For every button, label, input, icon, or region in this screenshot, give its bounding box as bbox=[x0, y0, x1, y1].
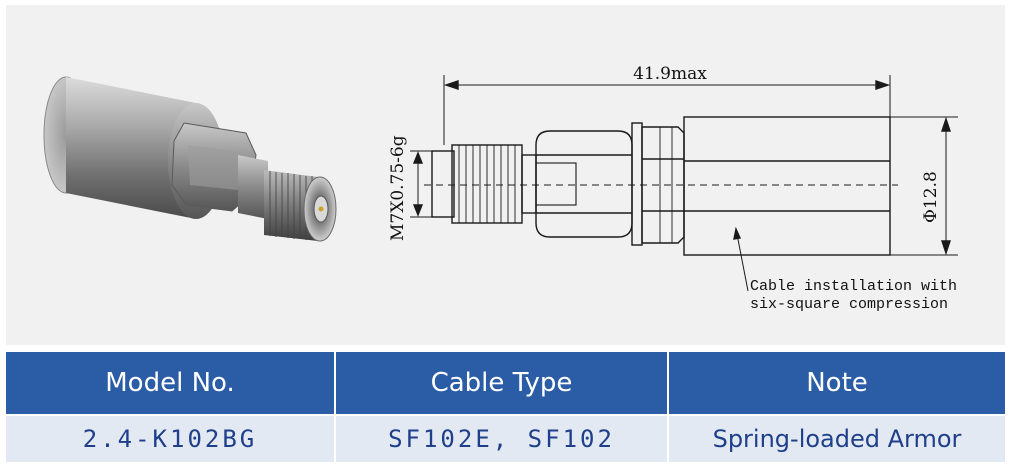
header-note: Note bbox=[669, 352, 1005, 414]
connector-figure: 41.9max M7X0.75-6g Φ12.8 Cable installat… bbox=[43, 64, 958, 313]
technical-drawing bbox=[410, 75, 958, 292]
cell-note: Spring-loaded Armor bbox=[669, 414, 1005, 462]
middle-body bbox=[535, 130, 633, 238]
thread-spec-label: M7X0.75-6g bbox=[388, 135, 408, 241]
connector-3d-render bbox=[43, 76, 337, 242]
cell-cable-type: SF102E, SF102 bbox=[336, 414, 669, 462]
diameter-label: Φ12.8 bbox=[921, 171, 941, 223]
cell-model: 2.4-K102BG bbox=[6, 414, 336, 462]
main-cylinder bbox=[683, 116, 891, 256]
header-model: Model No. bbox=[6, 352, 336, 414]
table-header-row: Model No. Cable Type Note bbox=[6, 352, 1005, 414]
length-label: 41.9max bbox=[633, 64, 707, 84]
table-row: 2.4-K102BG SF102E, SF102 Spring-loaded A… bbox=[6, 414, 1005, 462]
note-leader bbox=[735, 228, 749, 292]
figure-panel: 41.9max M7X0.75-6g Φ12.8 Cable installat… bbox=[6, 5, 1005, 345]
spec-table: Model No. Cable Type Note 2.4-K102BG SF1… bbox=[6, 352, 1005, 462]
header-cable-type: Cable Type bbox=[336, 352, 669, 414]
note-line-2: six-square compression bbox=[750, 296, 948, 313]
note-line-1: Cable installation with bbox=[750, 278, 957, 295]
